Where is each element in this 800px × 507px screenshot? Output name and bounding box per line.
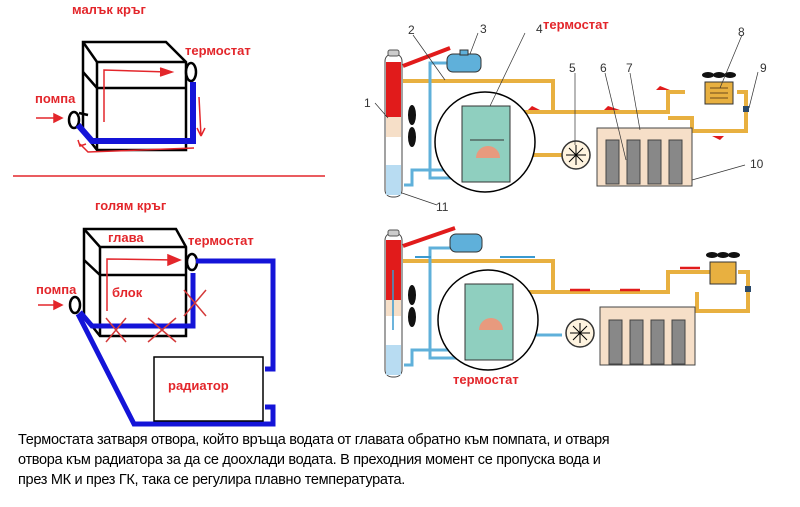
top-bypass-pipe [403,79,555,112]
schematic-top [374,32,759,206]
small-circuit-engine-sketch [81,40,188,152]
top-valve [743,106,749,112]
callout-9: 9 [760,61,767,75]
large-circuit-flow-arrows [38,253,182,311]
callout-leaders [374,32,759,206]
large-circuit-thermostat-label: термостат [188,233,254,248]
small-circuit-thermostat-fitting [184,61,198,83]
bottom-expansion-tank [449,233,483,253]
large-circuit-thermostat-fitting [185,252,199,272]
callout-6: 6 [600,61,607,75]
small-circuit-flow-arrows [36,67,206,153]
top-thermostat-body [461,105,511,183]
bottom-radiator-fan-icon [408,285,416,327]
large-circuit-pump-label: помпа [36,282,77,297]
callout-4: 4 [536,22,543,36]
caption-line: отвора към радиатора за да се доохлади в… [18,452,601,468]
large-circuit-radiator-inlet-hose [196,258,276,372]
top-cold-pipe [428,61,462,180]
large-circuit-head-label: глава [108,230,144,245]
caption-line: през МК и през ГК, така се регулира плав… [18,472,406,488]
callout-5: 5 [569,61,576,75]
top-cylinders [605,139,683,185]
explanation-caption: Термостата затваря отвора, който връща в… [18,430,798,490]
top-hot-line [402,46,451,68]
large-circuit-title: голям кръг [95,198,167,213]
schematic-top-thermostat-label: термостат [543,17,609,32]
callout-10: 10 [750,157,764,171]
top-heater-fan-icon [702,72,736,78]
top-expansion-tank [446,53,482,73]
bottom-heater-fan-icon [706,252,740,258]
small-circuit-pump-fitting [67,110,89,130]
large-circuit-pump-fitting [68,295,82,315]
schematic-bottom [384,226,751,378]
callout-7: 7 [626,61,633,75]
callout-1: 1 [364,96,371,110]
large-circuit-radiator-outlet-hose [75,312,276,427]
blocked-path-crosses [105,289,207,343]
small-circuit-pump-label: помпа [35,91,76,106]
caption-line: Термостата затваря отвора, който връща в… [18,432,610,448]
large-circuit-radiator-label: радиатор [168,378,229,393]
large-circuit-radiator-box [153,356,264,422]
small-circuit-return-hose [75,82,196,144]
small-circuit-title: малък кръг [72,2,146,17]
callout-3: 3 [480,22,487,36]
bottom-flow-arrows [392,256,700,330]
callout-11: 11 [436,200,449,214]
top-cold-outlet [404,168,462,187]
large-circuit-block-label: блок [112,285,143,300]
top-flow-arrows [528,86,724,140]
bottom-heater-core [709,261,737,285]
top-heater-loop [668,90,748,133]
callout-8: 8 [738,25,745,39]
top-radiator-fan-icon [408,105,416,147]
large-circuit-engine-sketch [82,227,188,338]
top-return-pipe [510,90,685,114]
small-circuit-thermostat-label: термостат [185,43,251,58]
callout-2: 2 [408,23,415,37]
schematic-bottom-thermostat-label: термостат [453,372,519,387]
